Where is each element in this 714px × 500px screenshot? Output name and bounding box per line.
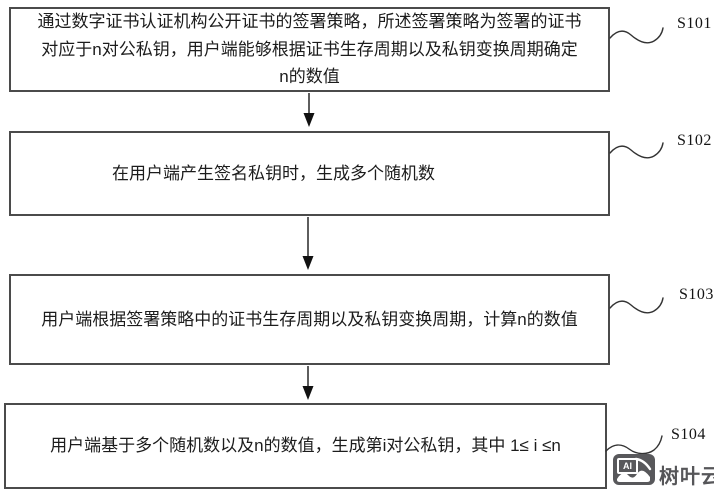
step-label-s103: S103 (679, 286, 714, 303)
ai-logo-badge: AI (617, 458, 638, 474)
step-label-s104: S104 (671, 426, 706, 443)
brand-name: 树叶云 (659, 466, 714, 488)
step-text-s104: 用户端基于多个随机数以及n的数值，生成第i对公私钥，其中 1≤ i ≤n (50, 436, 561, 456)
step-box-s104: 用户端基于多个随机数以及n的数值，生成第i对公私钥，其中 1≤ i ≤n (4, 403, 607, 489)
step-text-s101: 通过数字证书认证机构公开证书的签署策略，所述签署策略为签署的证书对应于n对公私钥… (37, 12, 582, 87)
step-box-s103: 用户端根据签署策略中的证书生存周期以及私钥变换周期，计算n的数值 (9, 274, 610, 365)
step-box-s102: 在用户端产生签名私钥时，生成多个随机数 (9, 131, 610, 216)
flow-arrow-1 (303, 93, 315, 127)
step-label-s101: S101 (677, 15, 712, 32)
connector-squiggle-s101 (609, 27, 664, 44)
watermark-logo: AI (613, 454, 655, 485)
flow-arrow-3 (302, 366, 314, 400)
step-box-s101: 通过数字证书认证机构公开证书的签署策略，所述签署策略为签署的证书对应于n对公私钥… (9, 7, 610, 92)
flow-arrow-2 (302, 217, 314, 270)
connector-squiggle-s102 (609, 142, 664, 159)
connector-squiggle-s103 (609, 297, 664, 314)
connector-squiggle-s104 (605, 435, 663, 455)
step-text-s102: 在用户端产生签名私钥时，生成多个随机数 (112, 163, 435, 183)
step-text-s103: 用户端根据签署策略中的证书生存周期以及私钥变换周期，计算n的数值 (41, 309, 578, 329)
step-label-s102: S102 (677, 132, 712, 149)
